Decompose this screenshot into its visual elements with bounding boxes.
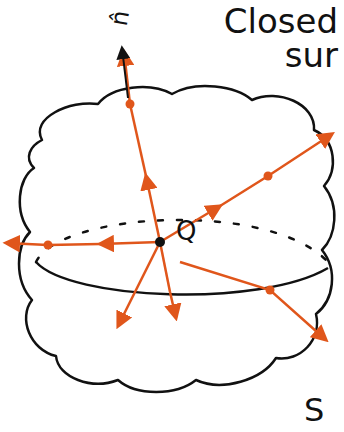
crossing-dots bbox=[44, 100, 275, 295]
surface-title: Closed sur bbox=[188, 4, 338, 72]
closed-surface bbox=[19, 86, 334, 392]
charge-label: Q bbox=[176, 218, 216, 244]
surface-label: S bbox=[304, 394, 340, 426]
point-charge bbox=[155, 237, 165, 247]
normal-label: n̂ bbox=[105, 0, 136, 40]
equator-front bbox=[36, 262, 328, 294]
field-lines bbox=[6, 52, 332, 340]
normal-vector bbox=[122, 48, 128, 98]
